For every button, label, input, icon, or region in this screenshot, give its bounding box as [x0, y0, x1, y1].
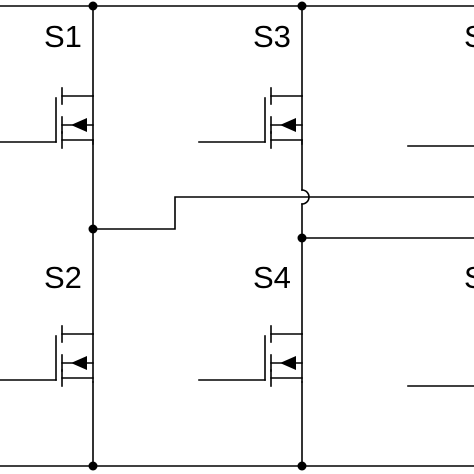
leg1-output-wire: [92, 196, 474, 230]
mosfet-s2: [0, 325, 94, 387]
switch-label-s1: S1: [44, 19, 82, 54]
switch-label-s4: S4: [253, 260, 291, 295]
mosfet-s1: [0, 87, 94, 149]
mosfet-arrow-icon-s3: [280, 118, 296, 132]
mosfet-s3: [198, 87, 303, 149]
mosfet-arrow-icon-s4: [280, 356, 296, 370]
mosfet-arrow-icon-s2: [71, 356, 87, 370]
mosfet-s4: [198, 325, 303, 387]
mosfet-symbols: [0, 87, 303, 387]
switch-label-s3: S3: [253, 19, 291, 54]
switch-label-s2: S2: [44, 260, 82, 295]
switch-label-s6-partial: S: [464, 260, 474, 295]
switch-label-s5-partial: S: [464, 19, 474, 54]
mosfet-arrow-icon-s1: [71, 118, 87, 132]
